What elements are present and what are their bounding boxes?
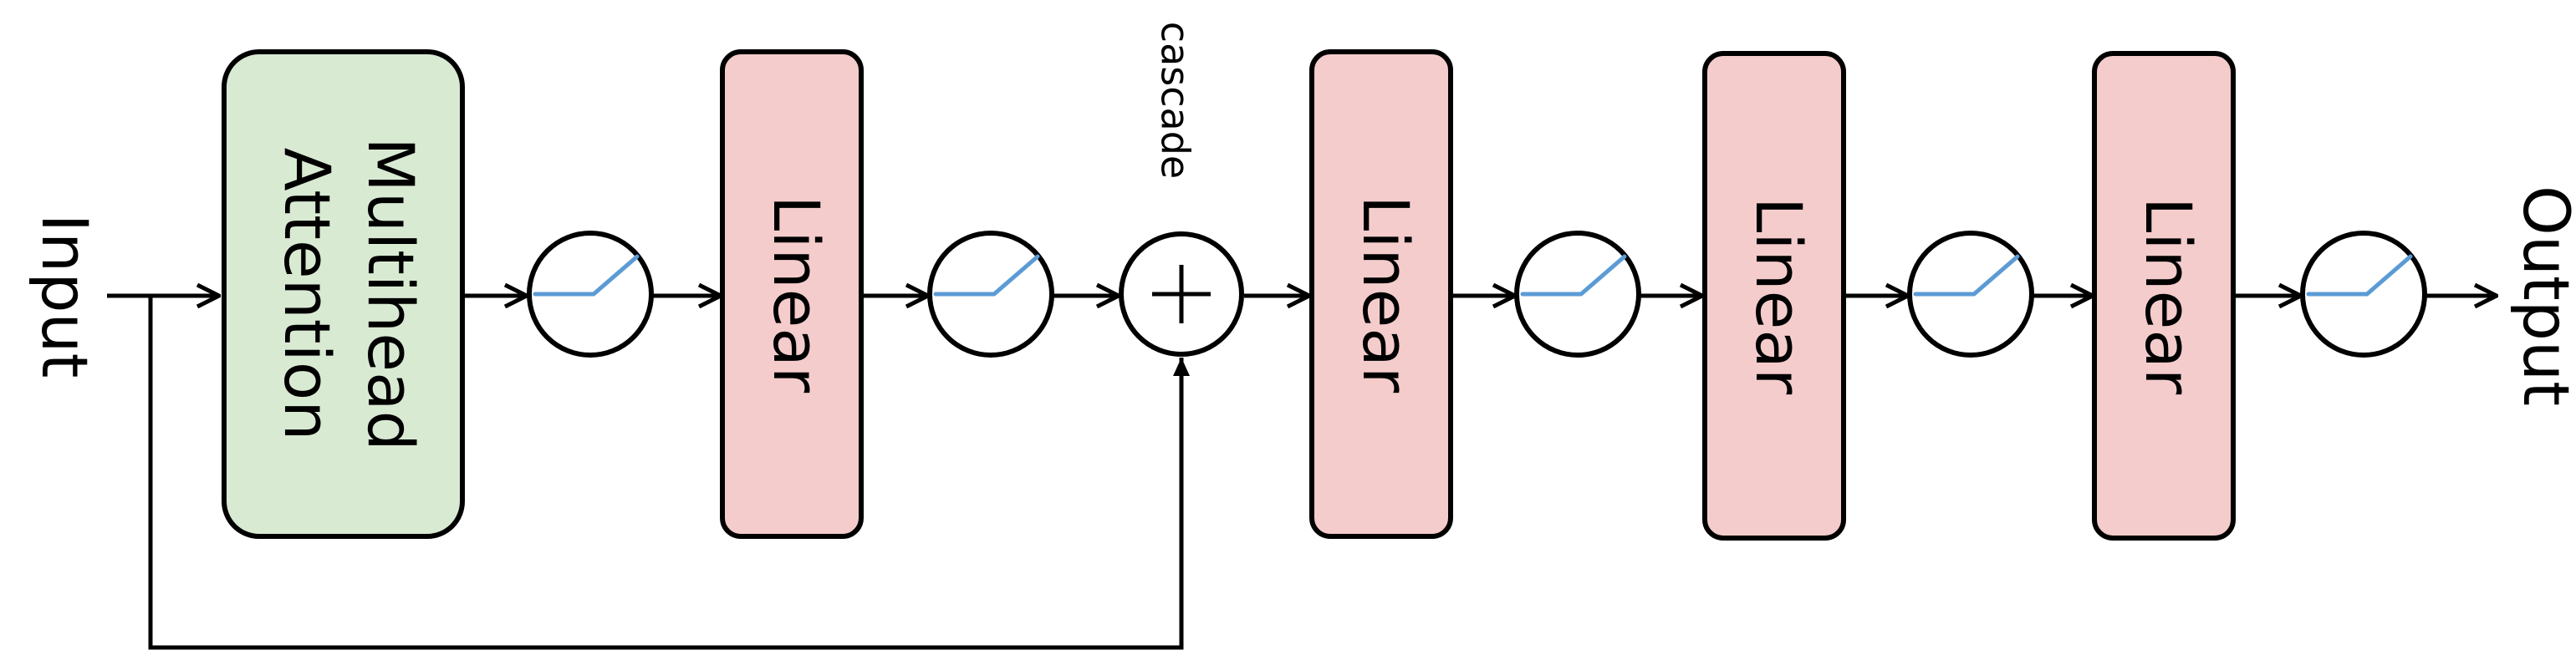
activation-1 [527,231,654,358]
relu-activation-icon [1913,254,2020,297]
linear-block-1: Linear [720,49,864,539]
multihead-attention-block: Multihead Attention [222,49,465,539]
activation-2 [927,231,1054,358]
cascade-label: cascade [1153,22,1198,179]
linear-label-2: Linear [1349,196,1423,394]
linear-box-3 [1702,51,1846,541]
cascade-sum-node: cascade [1119,22,1244,357]
linear-box-4 [2092,51,2236,541]
attention-label-line2: Attention [270,148,344,441]
output-label: Output [2509,185,2576,406]
input-label: Input [28,214,102,378]
activation-3 [1514,231,1641,358]
attention-label-line1: Multihead [354,137,428,451]
linear-block-2: Linear [1309,49,1453,539]
linear-box-1 [720,49,864,539]
relu-activation-icon [933,254,1040,297]
linear-block-3: Linear [1702,51,1846,541]
edge-skip-connection [148,296,1190,650]
linear-label-1: Linear [759,196,834,394]
linear-label-3: Linear [1742,197,1816,395]
activation-5 [2300,231,2427,358]
attention-box [222,49,465,539]
relu-activation-icon [1520,254,1627,297]
linear-box-2 [1309,49,1453,539]
relu-activation-icon [533,254,640,297]
linear-label-4: Linear [2131,197,2206,395]
linear-block-4: Linear [2092,51,2236,541]
activation-4 [1907,231,2034,358]
edges [107,296,2497,650]
plus-icon [1152,265,1211,323]
relu-activation-icon [2306,254,2413,297]
